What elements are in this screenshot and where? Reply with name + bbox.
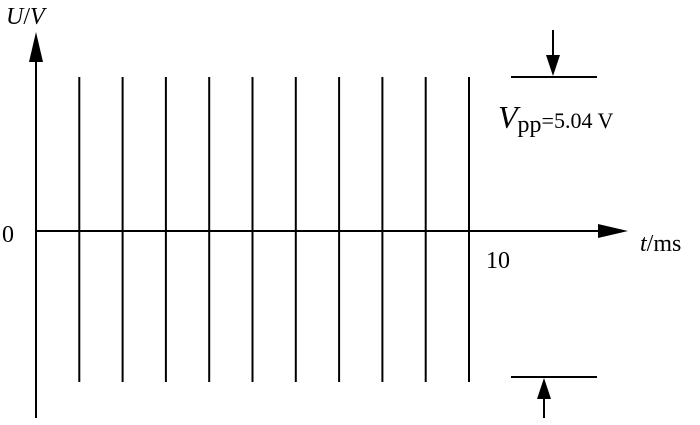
x-tick-label-10: 10 [486, 248, 510, 274]
x-axis-label: t/ms [640, 231, 681, 257]
y-axis-label: U/V [6, 4, 47, 30]
y-axis-arrowhead [29, 32, 43, 62]
x-axis-arrowhead [598, 224, 628, 238]
pulse-lines [78, 77, 470, 382]
origin-label: 0 [2, 222, 14, 248]
top-arrow-icon [546, 55, 560, 76]
vpp-annotation: Vpp=5.04 V [498, 99, 614, 138]
bottom-arrow-icon [537, 378, 551, 399]
